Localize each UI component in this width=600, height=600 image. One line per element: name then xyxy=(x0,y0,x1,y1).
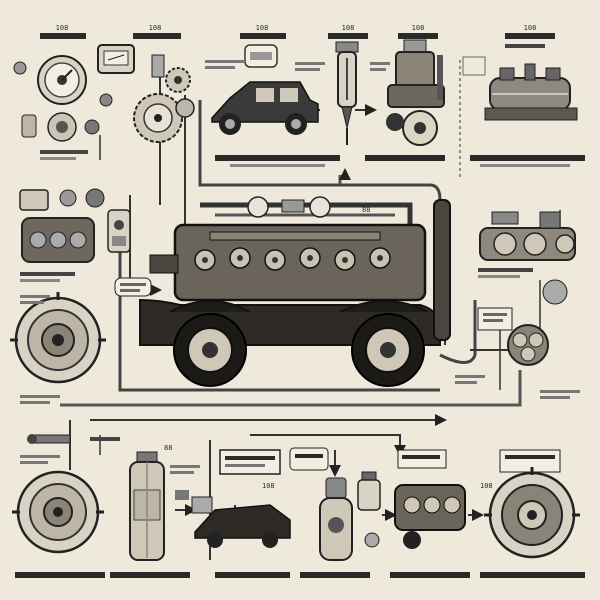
caption-subbar-right xyxy=(478,275,520,278)
caption-bar-right xyxy=(478,268,533,272)
steam-engine-icon xyxy=(386,39,445,146)
large-dial-bottom-icon xyxy=(12,470,104,554)
top-label-number-5: 108 xyxy=(412,24,425,32)
caption-bar-bottom-5 xyxy=(390,572,470,578)
caption-subbar-left xyxy=(20,279,60,282)
caption-bar-1 xyxy=(40,150,88,154)
caption-bar-bottom-4 xyxy=(300,572,370,578)
caption-bar-engine xyxy=(365,155,445,161)
meter-box-icon xyxy=(97,44,135,107)
fuel-pump-icon xyxy=(289,447,353,561)
lower-label-number: 88 xyxy=(164,444,172,452)
top-label-bar-3 xyxy=(240,33,286,39)
caption-bar-left xyxy=(20,272,75,276)
oil-bottle-icon xyxy=(357,449,447,548)
top-label-bar-6 xyxy=(505,33,555,39)
top-label-bar-2 xyxy=(133,33,181,39)
central-engine-vehicle xyxy=(139,196,451,387)
top-label-bar-5 xyxy=(398,33,438,39)
label-bar-connector xyxy=(90,437,120,441)
top-label-number-3: 108 xyxy=(256,24,269,32)
speech-bubble-icon xyxy=(114,277,152,297)
caption-subbar-car xyxy=(230,164,325,167)
valve-manifold-icon xyxy=(479,211,576,261)
pressure-gauge-icon xyxy=(13,55,100,142)
gear-train-icon xyxy=(133,54,195,143)
small-connector-icon xyxy=(27,434,71,444)
top-sublabel-bar-6 xyxy=(505,44,545,48)
cooling-fan-icon xyxy=(477,307,549,366)
top-label-bar-1 xyxy=(40,33,86,39)
text-block-bottom xyxy=(20,455,200,500)
top-label-number-6: 108 xyxy=(524,24,537,32)
boiler-engine-icon xyxy=(484,63,578,121)
top-label-number-1: 108 xyxy=(56,24,69,32)
engine-block-icon xyxy=(21,217,95,263)
caption-bar-car xyxy=(215,155,340,161)
small-gear-icon xyxy=(542,279,568,305)
text-block-middle xyxy=(20,295,580,404)
cylinder-tank-icon xyxy=(129,451,165,561)
wheel-hub-icon xyxy=(484,449,580,559)
caption-subbar-boiler xyxy=(480,164,570,167)
caption-bar-bottom-1 xyxy=(15,572,105,578)
caption-subbar-1 xyxy=(40,157,76,160)
top-label-number-4: 108 xyxy=(342,24,355,32)
caption-bar-bottom-2 xyxy=(110,572,190,578)
control-box-icon xyxy=(19,188,131,253)
mid-label-number: 88 xyxy=(362,206,370,214)
engine-assembly-bottom-icon xyxy=(394,484,466,549)
caption-bar-bottom-3 xyxy=(215,572,290,578)
caption-bar-boiler xyxy=(470,155,585,161)
text-block-top xyxy=(205,56,486,76)
bottom-label-number-2: 108 xyxy=(262,482,275,490)
vintage-car-icon xyxy=(211,44,319,135)
bottom-label-number-1: 108 xyxy=(480,482,493,490)
large-dial-icon xyxy=(10,292,106,384)
caption-bar-bottom-6 xyxy=(480,572,585,578)
top-label-number-2: 108 xyxy=(149,24,162,32)
top-label-bar-4 xyxy=(328,33,368,39)
vintage-sedan-icon xyxy=(191,449,291,548)
syringe-pump-icon xyxy=(335,41,359,145)
